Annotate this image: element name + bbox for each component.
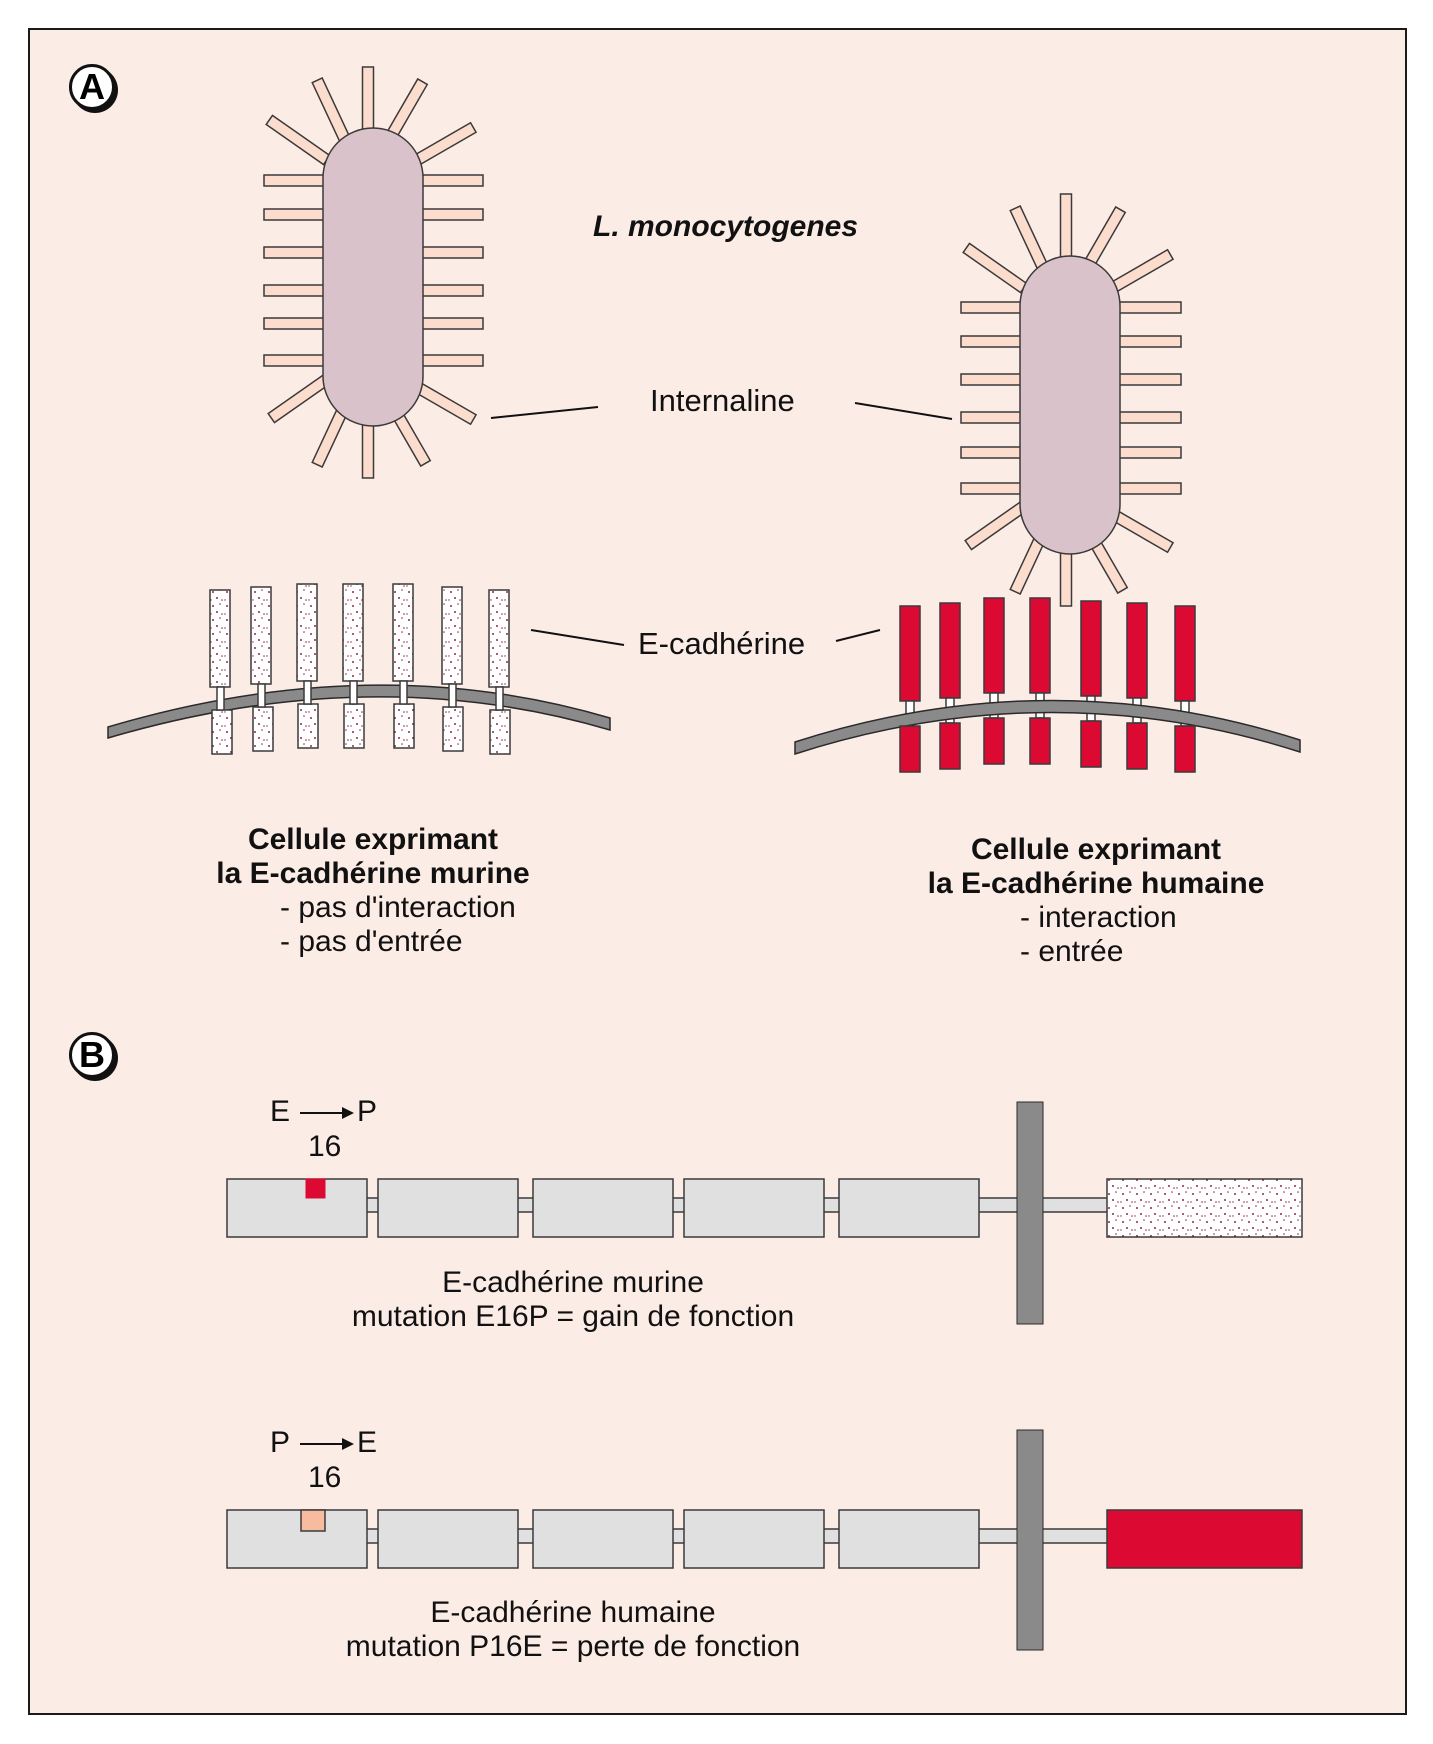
murine-caption-line1: E-cadhérine murine	[442, 1266, 704, 1299]
human-cadherins-cytoplasmic	[899, 717, 1196, 773]
murine-cadherins	[209, 583, 511, 755]
left-caption-bullet1: - pas d'interaction	[280, 891, 516, 924]
left-caption-line2: la E-cadhérine murine	[216, 857, 530, 890]
mutation-arrow-human	[300, 1438, 354, 1450]
murine-caption-line2: mutation E16P = gain de fonction	[351, 1300, 795, 1333]
bacterium-left	[263, 66, 484, 479]
human-mutation-position: 16	[308, 1461, 342, 1494]
murine-mutation-to: P	[357, 1095, 378, 1128]
internalin-spikes-left	[263, 66, 484, 479]
transmembrane-human	[1016, 1429, 1044, 1651]
human-mutation-from: P	[270, 1426, 291, 1459]
mutation-arrow-murine	[300, 1107, 354, 1119]
mutation-site-human	[300, 1509, 326, 1532]
mutation-site-murine	[305, 1178, 326, 1199]
ecadherin-label: E-cadhérine	[638, 626, 806, 661]
human-mutation-to: E	[357, 1426, 378, 1459]
panel-a-badge: A	[69, 64, 115, 110]
species-label: L. monocytogenes	[593, 210, 859, 243]
transmembrane-murine	[1016, 1101, 1044, 1325]
murine-mutation-from: E	[270, 1095, 291, 1128]
cytoplasmic-domain-human	[1106, 1509, 1303, 1569]
internalin-label: Internaline	[650, 383, 795, 418]
bacterium-body-left	[322, 127, 424, 427]
bacterium-body-right	[1019, 255, 1121, 555]
right-caption-bullet2: - entrée	[1020, 935, 1124, 968]
left-caption-line1: Cellule exprimant	[247, 823, 499, 856]
human-caption-line2: mutation P16E = perte de fonction	[345, 1630, 801, 1663]
right-caption-line1: Cellule exprimant	[970, 833, 1222, 866]
internalin-spikes-right	[960, 193, 1182, 607]
leader-lines	[490, 402, 953, 646]
murine-ec-domains	[226, 1178, 980, 1238]
murine-construct	[226, 1101, 1303, 1325]
left-caption-bullet2: - pas d'entrée	[280, 925, 463, 958]
membrane-right	[794, 699, 1301, 756]
human-construct	[226, 1429, 1303, 1651]
murine-mutation-position: 16	[308, 1130, 342, 1163]
right-caption-bullet1: - interaction	[1020, 901, 1177, 934]
human-caption-line1: E-cadhérine humaine	[430, 1596, 716, 1629]
cytoplasmic-domain-murine	[1106, 1178, 1303, 1238]
bacterium-right	[960, 193, 1182, 607]
right-caption-line2: la E-cadhérine humaine	[927, 867, 1265, 900]
panel-b-badge: B	[69, 1032, 115, 1078]
human-ec-domains	[226, 1509, 980, 1569]
